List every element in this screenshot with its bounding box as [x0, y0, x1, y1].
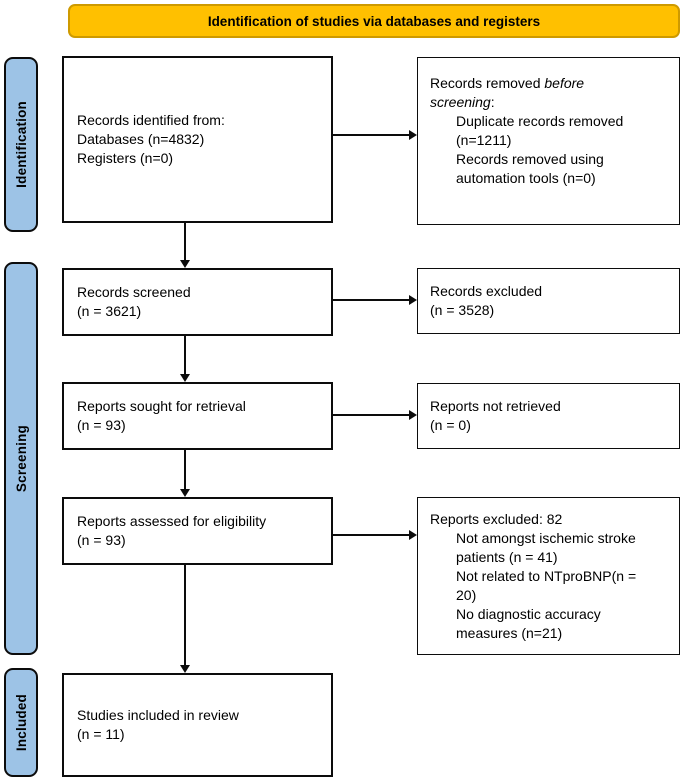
- box-line: Duplicate records removed (n=1211): [456, 113, 624, 148]
- box-reports-sought: Reports sought for retrieval (n = 93): [62, 382, 333, 450]
- box-line: (n = 93): [77, 532, 126, 548]
- box-line: (n = 0): [430, 417, 471, 433]
- box-line: Databases (n=4832): [77, 131, 205, 147]
- box-line: Reports not retrieved: [430, 398, 561, 414]
- stage-label-text: Screening: [13, 424, 29, 493]
- box-line: Records removed using automation tools (…: [456, 151, 604, 186]
- arrow-identified-to-removed: [333, 129, 417, 140]
- banner-label: Identification of studies via databases …: [207, 13, 541, 29]
- arrow-identified-to-screened: [179, 223, 190, 268]
- box-records-removed: Records removed before screening: Duplic…: [417, 57, 680, 225]
- stage-label-screening: Screening: [4, 262, 38, 655]
- box-line: Reports sought for retrieval: [77, 398, 246, 414]
- stage-label-included: Included: [4, 668, 38, 777]
- box-line: Not related to NTproBNP(n = 20): [456, 568, 637, 603]
- box-line: (n = 93): [77, 417, 126, 433]
- box-records-identified: Records identified from: Databases (n=48…: [62, 56, 333, 223]
- stage-label-identification: Identification: [4, 57, 38, 232]
- box-line: (n = 11): [77, 726, 125, 742]
- arrow-sought-to-assessed: [179, 450, 190, 497]
- arrow-assessed-to-reports-excluded: [333, 529, 417, 540]
- box-line: Records screened: [77, 284, 191, 300]
- arrow-screened-to-sought: [179, 336, 190, 382]
- box-line: Registers (n=0): [77, 150, 174, 166]
- box-line: Records identified from:: [77, 112, 225, 128]
- box-line: Studies included in review: [77, 707, 239, 723]
- box-line: Records excluded: [430, 283, 543, 299]
- intro-prefix: Records removed: [430, 75, 545, 91]
- arrow-sought-to-not-retrieved: [333, 409, 417, 420]
- box-records-excluded: Records excluded (n = 3528): [417, 268, 680, 334]
- box-line: (n = 3528): [430, 302, 495, 318]
- intro-italic: before screening: [430, 75, 585, 110]
- box-line: Not amongst ischemic stroke patients (n …: [456, 530, 636, 565]
- box-line: No diagnostic accuracy measures (n=21): [456, 606, 601, 641]
- arrow-screened-to-excluded: [333, 294, 417, 305]
- box-line: Reports assessed for eligibility: [77, 513, 267, 529]
- box-reports-assessed: Reports assessed for eligibility (n = 93…: [62, 497, 333, 565]
- box-reports-excluded: Reports excluded: 82 Not amongst ischemi…: [417, 497, 680, 655]
- stage-label-text: Included: [13, 693, 29, 752]
- box-line: (n = 3621): [77, 303, 142, 319]
- box-line: Reports excluded: 82: [430, 511, 563, 527]
- intro-suffix: :: [490, 94, 495, 110]
- banner-identification-via-databases: Identification of studies via databases …: [68, 4, 680, 38]
- box-studies-included: Studies included in review (n = 11): [62, 673, 333, 777]
- arrow-assessed-to-included: [179, 565, 190, 673]
- stage-label-text: Identification: [13, 101, 29, 188]
- box-reports-not-retrieved: Reports not retrieved (n = 0): [417, 383, 680, 449]
- box-records-screened: Records screened (n = 3621): [62, 268, 333, 336]
- records-removed-intro: Records removed before screening:: [430, 74, 647, 112]
